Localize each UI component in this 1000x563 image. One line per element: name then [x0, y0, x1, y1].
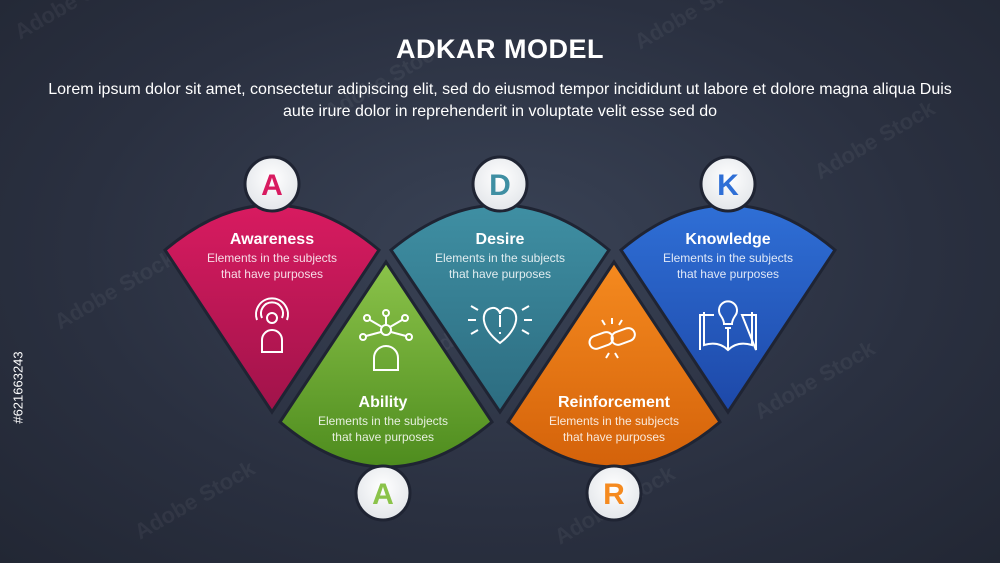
awareness-desc: that have purposes — [221, 267, 323, 281]
page-title: ADKAR MODEL — [396, 34, 604, 64]
stage-desire: Desire Elements in the subjects that hav… — [388, 155, 612, 415]
ability-desc: Elements in the subjects — [318, 414, 448, 428]
stage-reinforcement: Reinforcement Elements in the subjects t… — [506, 259, 722, 522]
stage-knowledge: Knowledge Elements in the subjects that … — [619, 155, 837, 415]
knowledge-desc: that have purposes — [677, 267, 779, 281]
reinforcement-title: Reinforcement — [558, 394, 671, 411]
stage-ability: Ability Elements in the subjects that ha… — [278, 259, 494, 522]
awareness-desc: Elements in the subjects — [207, 251, 337, 265]
ability-letter: A — [372, 478, 394, 511]
ability-desc: that have purposes — [332, 430, 434, 444]
page-subtitle: Lorem ipsum dolor sit amet, consectetur … — [48, 81, 952, 120]
watermark-text: Adobe Stock — [50, 245, 180, 334]
network-person-icon — [359, 309, 413, 371]
watermark-text: Adobe Stock — [130, 455, 260, 544]
watermark-text: Adobe Stock — [10, 0, 140, 44]
desire-badge — [471, 155, 529, 213]
desire-letter: D — [489, 169, 511, 202]
desire-desc: that have purposes — [449, 267, 551, 281]
awareness-letter: A — [261, 169, 283, 202]
desire-desc: Elements in the subjects — [435, 251, 565, 265]
ability-badge — [354, 464, 412, 522]
heart-alert-icon — [468, 305, 532, 345]
knowledge-letter: K — [717, 169, 739, 202]
knowledge-desc: Elements in the subjects — [663, 251, 793, 265]
watermark-text: Adobe Stock — [630, 0, 760, 54]
reinforcement-desc: that have purposes — [563, 430, 665, 444]
watermark-text: Adobe Stock — [320, 35, 450, 124]
reinforcement-badge — [585, 464, 643, 522]
awareness-title: Awareness — [230, 231, 314, 248]
target-person-icon — [255, 297, 289, 353]
stage-awareness: Awareness Elements in the subjects that … — [163, 155, 381, 415]
knowledge-title: Knowledge — [685, 231, 770, 248]
book-bulb-icon — [699, 300, 757, 352]
desire-title: Desire — [476, 231, 525, 248]
reinforcement-letter: R — [603, 478, 625, 511]
knowledge-badge — [699, 155, 757, 213]
ability-title: Ability — [359, 394, 408, 411]
watermark-text: Adobe Stock — [810, 95, 940, 184]
awareness-badge — [243, 155, 301, 213]
chain-link-icon — [588, 318, 636, 359]
reinforcement-desc: Elements in the subjects — [549, 414, 679, 428]
